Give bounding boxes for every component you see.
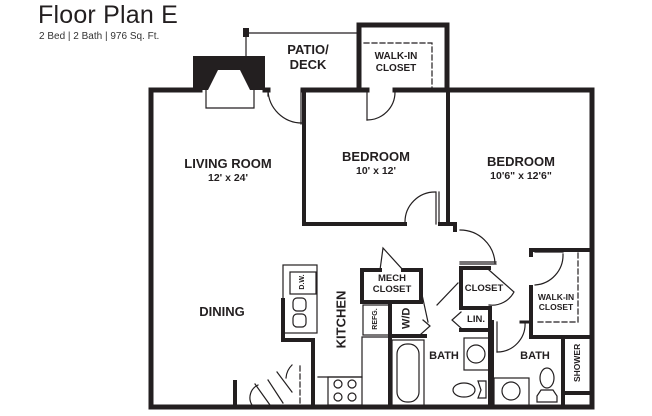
label-walkin-top: WALK-IN CLOSET xyxy=(364,51,428,74)
label-bedroom-1: BEDROOM 10' x 12' xyxy=(320,149,432,177)
label-bath-1: BATH xyxy=(429,350,459,362)
label-closet: CLOSET xyxy=(464,283,504,294)
patio-line2: DECK xyxy=(289,56,327,72)
label-living-room: LIVING ROOM 12' x 24' xyxy=(168,156,288,184)
fireplace xyxy=(193,56,265,90)
bedroom1-name: BEDROOM xyxy=(342,149,410,164)
living-room-name: LIVING ROOM xyxy=(184,156,272,171)
label-patio-deck: PATIO/ DECK xyxy=(278,42,338,73)
bedroom1-size: 10' x 12' xyxy=(355,164,397,177)
label-linen: LIN. xyxy=(467,314,485,325)
label-washer-dryer: W/D xyxy=(400,307,413,330)
label-kitchen: KITCHEN xyxy=(333,290,349,349)
label-dishwasher: D.W. xyxy=(298,274,306,290)
label-refrigerator: REFG. xyxy=(371,308,379,330)
kitchen-counter-left xyxy=(282,264,318,334)
label-dining: DINING xyxy=(199,304,245,319)
patio-line1: PATIO/ xyxy=(287,42,329,57)
label-bedroom-2: BEDROOM 10'6" x 12'6" xyxy=(462,154,580,182)
living-room-size: 12' x 24' xyxy=(207,171,249,184)
label-bath-2: BATH xyxy=(520,350,550,362)
walkin-right-line2: CLOSET xyxy=(538,301,574,312)
bedroom2-size: 10'6" x 12'6" xyxy=(490,169,552,182)
mech-line1: MECH xyxy=(378,273,406,284)
refrigerator xyxy=(362,304,390,336)
walkin-top-line2: CLOSET xyxy=(375,62,417,74)
mech-line2: CLOSET xyxy=(372,283,412,295)
walkin-top-line1: WALK-IN xyxy=(374,51,418,62)
label-shower: SHOWER xyxy=(572,343,583,383)
walkin-right-line1: WALK-IN xyxy=(537,292,575,302)
stove xyxy=(327,376,363,406)
label-walkin-right: WALK-IN CLOSET xyxy=(534,292,578,313)
plan-title: Floor Plan E xyxy=(38,1,178,29)
label-mech-closet: MECH CLOSET xyxy=(365,273,419,296)
bathtub xyxy=(391,339,425,407)
bedroom2-name: BEDROOM xyxy=(487,154,555,169)
plan-subtitle: 2 Bed | 2 Bath | 976 Sq. Ft. xyxy=(39,31,160,42)
